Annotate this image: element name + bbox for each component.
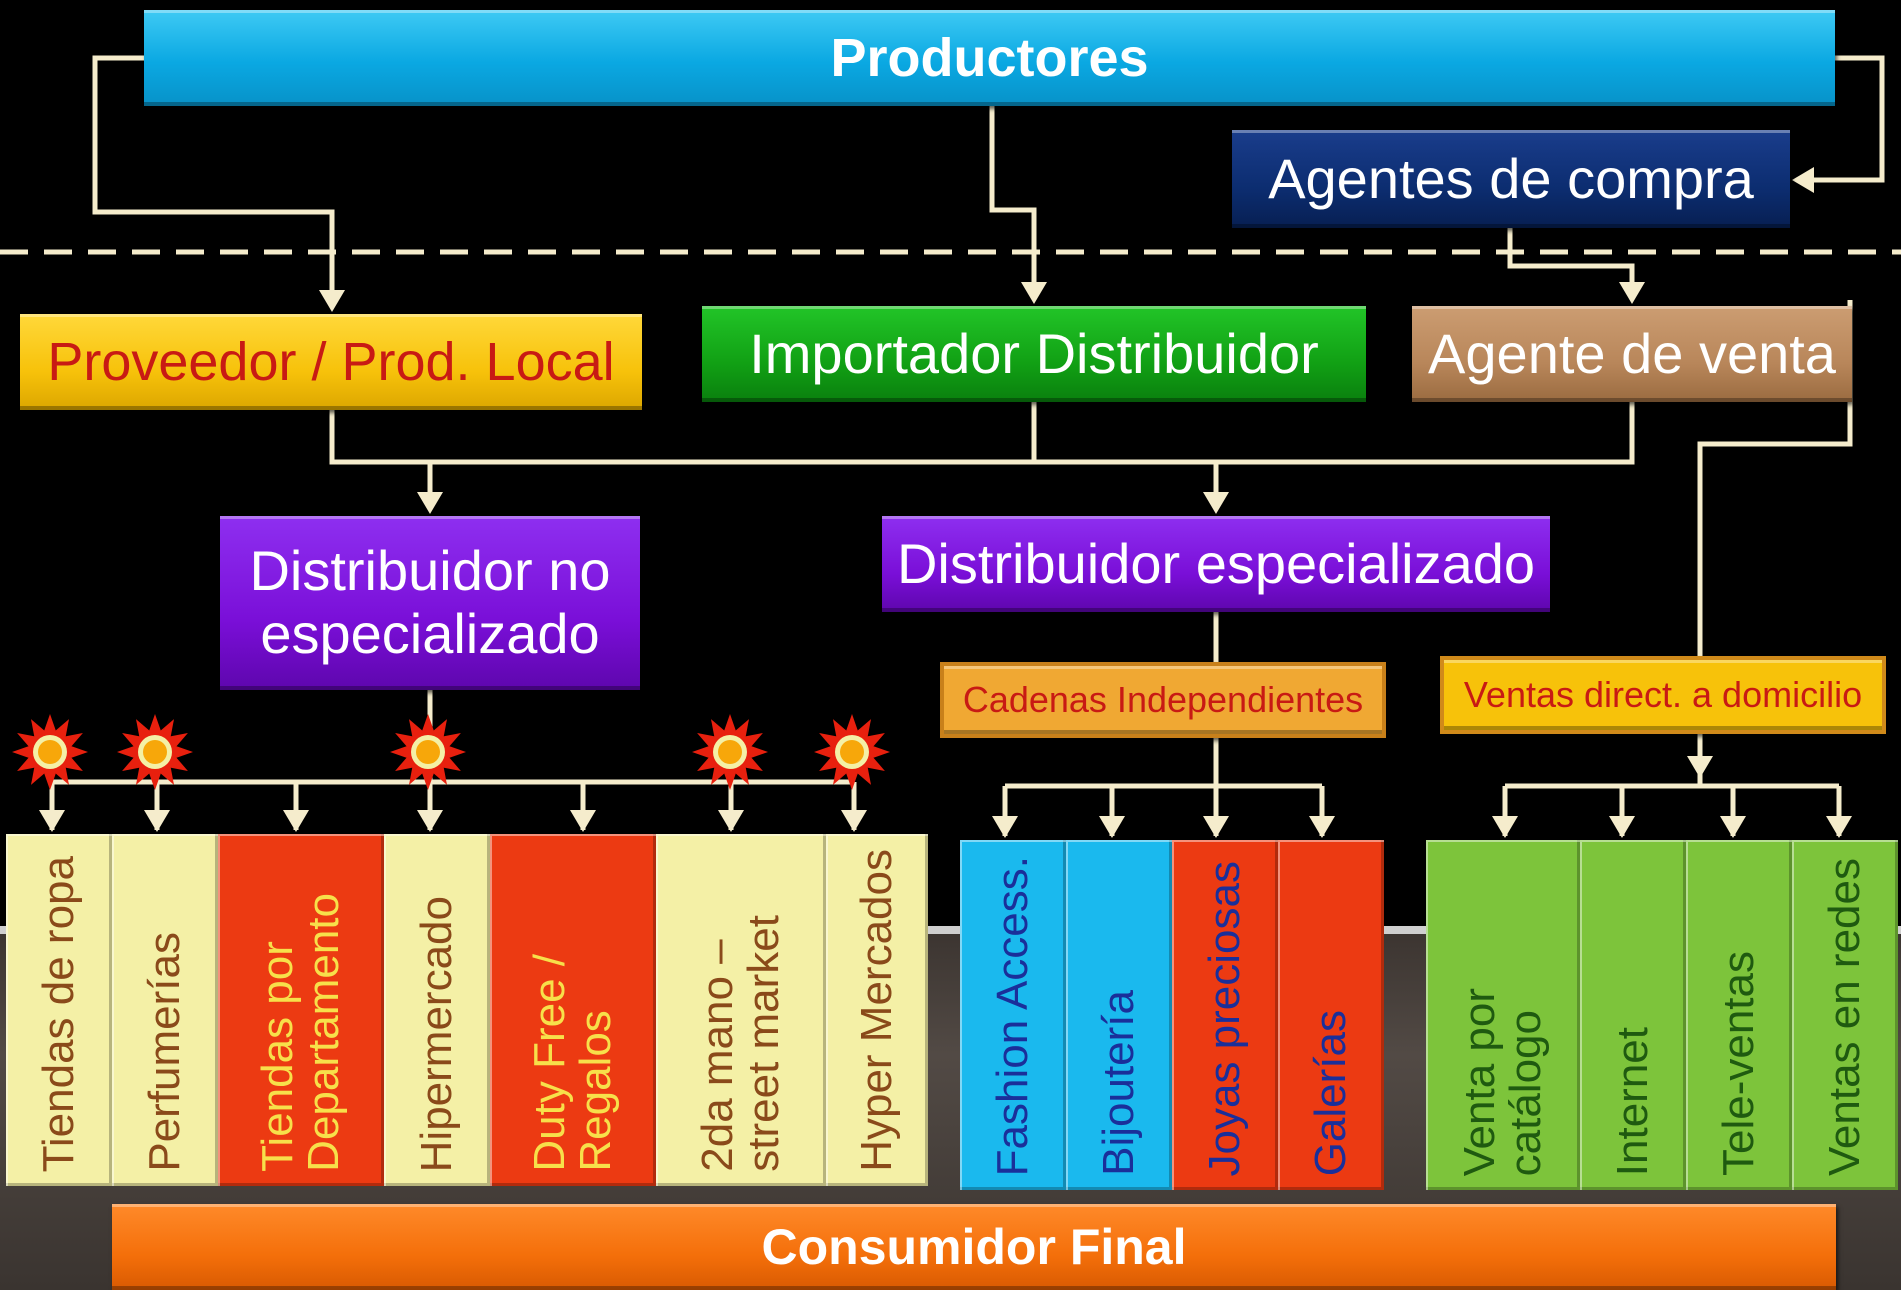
channel-column: Hyper Mercados xyxy=(826,834,928,1186)
channel-column: Duty Free / Regalos xyxy=(490,834,656,1186)
channel-column: Internet xyxy=(1580,840,1686,1190)
channel-column-label: Perfumerías xyxy=(139,932,189,1172)
buying-agents-label: Agentes de compra xyxy=(1268,146,1754,210)
direct-sales-tag: Ventas direct. a domicilio xyxy=(1440,656,1886,734)
arrow-to-specialized xyxy=(1203,492,1229,514)
channel-column: 2da mano – street market xyxy=(656,834,826,1186)
channel-column-label: Bijoutería xyxy=(1093,990,1143,1176)
drop-arrowhead xyxy=(718,810,744,832)
channel-column: Tele-ventas xyxy=(1686,840,1792,1190)
channel-column-label: Galerías xyxy=(1305,1009,1355,1176)
importer-label: Importador Distribuidor xyxy=(749,321,1319,385)
drop-arrowhead xyxy=(39,810,65,832)
channel-column: Tiendas de ropa xyxy=(6,834,112,1186)
arrow-to-buying-agents xyxy=(1792,167,1814,193)
drop-arrowhead xyxy=(283,810,309,832)
channel-column-label: Venta por catálogo xyxy=(1454,987,1550,1176)
sun-icon xyxy=(12,714,88,790)
channel-column-label: Fashion Access. xyxy=(987,855,1037,1176)
sun-icon xyxy=(117,714,193,790)
line-local-down xyxy=(329,402,1635,465)
channel-column: Ventas en redes xyxy=(1792,840,1898,1190)
drop-arrowhead xyxy=(841,810,867,832)
drop-arrowhead xyxy=(1826,816,1852,838)
channel-column-label: Tiendas de ropa xyxy=(33,855,83,1172)
channel-column-label: Duty Free / Regalos xyxy=(524,954,620,1172)
drop-arrowhead xyxy=(1203,816,1229,838)
drop-arrowhead xyxy=(1609,816,1635,838)
arrow-to-non-specialized xyxy=(417,492,443,514)
channel-column: Joyas preciosas xyxy=(1172,840,1278,1190)
channel-column: Hipermercado xyxy=(384,834,490,1186)
channel-column: Bijoutería xyxy=(1066,840,1172,1190)
importer-box: Importador Distribuidor xyxy=(702,306,1366,402)
channel-column: Venta por catálogo xyxy=(1426,840,1580,1190)
arrow-to-local-supplier xyxy=(319,290,345,312)
independent-chains-label: Cadenas Independientes xyxy=(962,678,1364,720)
channel-column: Perfumerías xyxy=(112,834,218,1186)
line-producers-to-local xyxy=(92,55,335,298)
channel-column-label: Hyper Mercados xyxy=(851,849,901,1172)
sun-icon xyxy=(814,714,890,790)
independent-chains-tag: Cadenas Independientes xyxy=(940,662,1386,738)
local-supplier-label: Proveedor / Prod. Local xyxy=(47,331,615,392)
final-consumer-box: Consumidor Final xyxy=(112,1204,1836,1290)
local-supplier-box: Proveedor / Prod. Local xyxy=(20,314,642,410)
producers-box: Productores xyxy=(144,10,1835,106)
channel-column-label: Joyas preciosas xyxy=(1199,860,1249,1176)
channel-column: Tiendas por Departamento xyxy=(218,834,384,1186)
drop-arrowhead xyxy=(144,810,170,832)
sales-agent-label: Agente de venta xyxy=(1428,321,1836,385)
horizon-line xyxy=(0,926,1901,934)
channel-column: Galerías xyxy=(1278,840,1384,1190)
channel-column-label: Tele-ventas xyxy=(1713,950,1763,1176)
arrow-to-direct-bus xyxy=(1687,756,1713,778)
channel-column-label: 2da mano – street market xyxy=(692,915,788,1172)
channel-column-label: Ventas en redes xyxy=(1819,857,1869,1176)
specialized-distributor-label: Distribuidor especializado xyxy=(896,531,1536,595)
arrow-to-sales-agent xyxy=(1619,282,1645,304)
drop-arrowhead xyxy=(417,810,443,832)
final-consumer-label: Consumidor Final xyxy=(761,1219,1187,1275)
specialized-distributor-box: Distribuidor especializado xyxy=(882,516,1550,612)
drop-arrowhead xyxy=(570,810,596,832)
line-producers-to-buying xyxy=(1800,55,1885,183)
sun-icon xyxy=(390,714,466,790)
drop-arrowhead xyxy=(992,816,1018,838)
channel-column-label: Internet xyxy=(1607,1026,1657,1176)
drop-arrowhead xyxy=(1309,816,1335,838)
non-specialized-distributor-label: Distribuidor no especializado xyxy=(249,539,611,665)
drop-arrowhead xyxy=(1492,816,1518,838)
direct-sales-label: Ventas direct. a domicilio xyxy=(1463,673,1863,715)
non-specialized-distributor-box: Distribuidor no especializado xyxy=(220,516,640,690)
line-buying-to-sales xyxy=(1507,228,1635,296)
drop-arrowhead xyxy=(1099,816,1125,838)
arrow-to-importer xyxy=(1021,282,1047,304)
producers-label: Productores xyxy=(830,27,1149,88)
channel-column-label: Hipermercado xyxy=(411,895,461,1172)
drop-arrowhead xyxy=(1720,816,1746,838)
channel-column-label: Tiendas por Departamento xyxy=(252,893,348,1172)
line-producers-to-importer xyxy=(989,106,1037,292)
channel-column: Fashion Access. xyxy=(960,840,1066,1190)
sun-icon xyxy=(692,714,768,790)
buying-agents-box: Agentes de compra xyxy=(1232,130,1790,228)
sales-agent-box: Agente de venta xyxy=(1412,306,1852,402)
